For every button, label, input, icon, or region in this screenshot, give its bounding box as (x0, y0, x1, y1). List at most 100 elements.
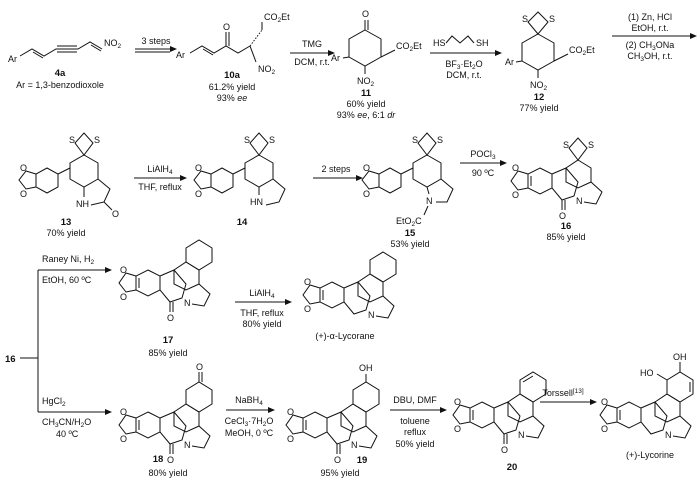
svg-text:CO2Et: CO2Et (569, 45, 595, 57)
arrow-pocl3: POCl3 90 ºC (460, 149, 507, 178)
compound-13: O O S S NH O 13 70% yield (18, 132, 119, 238)
svg-text:MeOH, 0 ºC: MeOH, 0 ºC (225, 428, 274, 438)
arrow-dbu-dmf: DBU, DMF toluene reflux 50% yield (390, 395, 447, 449)
svg-text:CH3OH, r.t.: CH3OH, r.t. (627, 51, 672, 63)
svg-text:40 ºC: 40 ºC (56, 429, 79, 439)
svg-text:EtOH, 60 ºC: EtOH, 60 ºC (42, 275, 92, 285)
svg-text:O: O (512, 190, 519, 200)
svg-text:S: S (563, 140, 569, 150)
svg-text:O: O (20, 163, 27, 173)
svg-text:50% yield: 50% yield (395, 439, 434, 449)
svg-text:O: O (120, 434, 127, 444)
svg-text:90 ºC: 90 ºC (472, 168, 495, 178)
svg-text:N: N (426, 196, 433, 206)
svg-text:Torssell[13]: Torssell[13] (542, 388, 584, 398)
svg-text:95% yield: 95% yield (320, 468, 359, 478)
arrow-2-steps: 2 steps (313, 164, 363, 181)
svg-text:15: 15 (405, 228, 416, 239)
svg-text:93% ee, 6:1 dr: 93% ee, 6:1 dr (337, 110, 397, 120)
svg-text:18: 18 (153, 454, 164, 465)
svg-text:85% yield: 85% yield (546, 232, 585, 242)
svg-text:O: O (287, 434, 294, 444)
arrow-nabh4: NaBH4 CeCl3·7H2O MeOH, 0 ºC (225, 395, 275, 438)
svg-text:Raney Ni, H2: Raney Ni, H2 (42, 254, 95, 266)
aryl-definition: Ar = 1,3-benzodioxole (16, 80, 104, 90)
compound-19: O O OH N O 19 95% yield (285, 363, 380, 478)
svg-text:O: O (304, 277, 311, 287)
svg-text:70% yield: 70% yield (46, 228, 85, 238)
svg-text:S: S (69, 135, 75, 145)
svg-text:TMG: TMG (302, 39, 322, 49)
svg-text:toluene: toluene (400, 416, 430, 426)
svg-text:17: 17 (163, 335, 174, 346)
svg-text:HS: HS (433, 38, 446, 48)
svg-text:O: O (196, 362, 203, 372)
svg-text:S: S (522, 14, 528, 24)
svg-text:N: N (351, 440, 358, 450)
compound-15: O O S S N EtO2C 15 53% yield (361, 132, 454, 249)
svg-text:CH3CN/H2O: CH3CN/H2O (42, 417, 91, 429)
svg-text:OH: OH (673, 352, 687, 362)
svg-text:EtO2C: EtO2C (396, 216, 422, 228)
svg-text:60% yield: 60% yield (346, 99, 385, 109)
svg-text:O: O (287, 407, 294, 417)
svg-text:O: O (501, 445, 508, 455)
compound-number-4a: 4a (55, 68, 66, 79)
svg-text:O: O (454, 397, 461, 407)
svg-text:THF, reflux: THF, reflux (240, 308, 284, 318)
svg-text:80% yield: 80% yield (242, 319, 281, 329)
svg-text:19: 19 (357, 455, 368, 466)
svg-text:POCl3: POCl3 (470, 149, 496, 161)
svg-text:O: O (167, 313, 174, 323)
compound-11: O Ar NO2 CO2Et 11 60% yield 93% ee, 6:1 … (331, 9, 422, 120)
compound-14: O O S S HN 14 (193, 132, 286, 228)
svg-text:16: 16 (561, 221, 572, 232)
svg-text:N: N (665, 430, 672, 440)
svg-text:DCM, r.t.: DCM, r.t. (294, 57, 330, 67)
arrow-3-steps: 3 steps (135, 36, 177, 53)
svg-text:CO2Et: CO2Et (264, 12, 290, 24)
svg-text:S: S (94, 135, 100, 145)
svg-text:14: 14 (237, 217, 248, 228)
svg-text:O: O (601, 424, 608, 434)
aryl-label: Ar (8, 54, 17, 64)
svg-text:LiAlH4: LiAlH4 (147, 164, 173, 176)
svg-text:61.2% yield: 61.2% yield (209, 82, 256, 92)
svg-text:80% yield: 80% yield (148, 468, 187, 478)
arrow-torssell: Torssell[13] (540, 388, 597, 405)
svg-text:12: 12 (534, 92, 545, 103)
lycorine-name: (+)-Lycorine (626, 450, 674, 460)
svg-text:93% ee: 93% ee (217, 93, 248, 103)
svg-text:2 steps: 2 steps (321, 164, 351, 174)
svg-text:S: S (269, 135, 275, 145)
svg-text:S: S (588, 140, 594, 150)
svg-text:S: S (244, 135, 250, 145)
svg-text:N: N (184, 440, 191, 450)
svg-text:11: 11 (361, 88, 372, 99)
svg-text:O: O (334, 455, 341, 465)
alpha-lycorane-name: (+)-α-Lycorane (315, 331, 374, 341)
svg-text:13: 13 (61, 217, 72, 228)
arrow-lialh4-1: LiAlH4 THF, reflux (134, 164, 187, 192)
branch-connector: 16 (5, 267, 112, 415)
svg-text:O: O (363, 163, 370, 173)
svg-text:CeCl3·7H2O: CeCl3·7H2O (225, 416, 274, 428)
svg-text:O: O (20, 189, 27, 199)
svg-text:O: O (223, 22, 230, 32)
svg-text:S: S (549, 14, 555, 24)
svg-text:BF3·Et2O: BF3·Et2O (445, 59, 482, 71)
arrow-tmg: TMG DCM, r.t. (290, 39, 335, 67)
svg-text:O: O (363, 189, 370, 199)
svg-text:Ar: Ar (331, 53, 340, 63)
svg-text:Ar: Ar (505, 57, 514, 67)
svg-text:NO2: NO2 (530, 80, 548, 92)
svg-text:O: O (112, 209, 119, 219)
svg-text:O: O (195, 163, 202, 173)
svg-text:O: O (304, 304, 311, 314)
svg-text:N: N (518, 430, 525, 440)
svg-text:Ar: Ar (176, 50, 185, 60)
svg-text:O: O (362, 9, 369, 19)
svg-text:53% yield: 53% yield (390, 239, 429, 249)
compound-alpha-lycorane: O O N (+)-α-Lycorane (302, 251, 397, 341)
svg-text:O: O (120, 265, 127, 275)
